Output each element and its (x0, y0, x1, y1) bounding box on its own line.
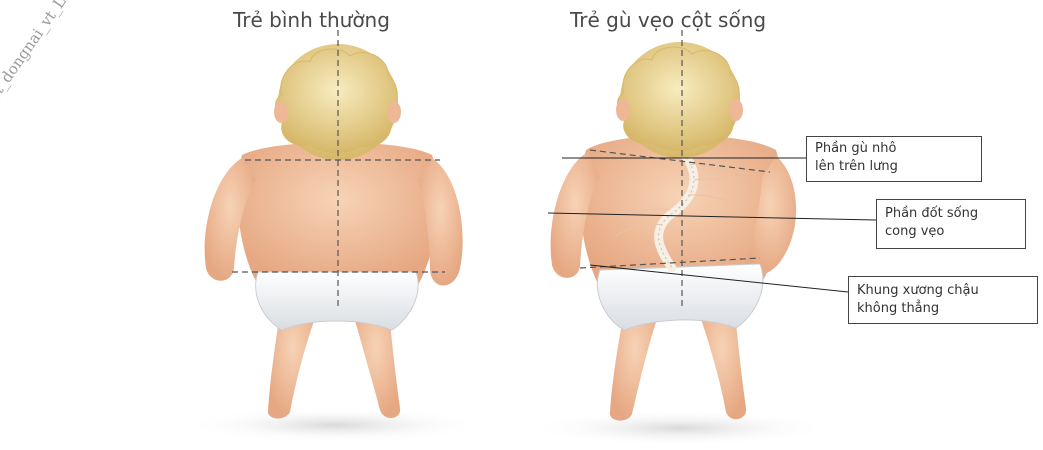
callout-hump: Phần gù nhô lên trên lưng (806, 136, 982, 182)
right-ear (729, 99, 743, 121)
callout-curved-vertebrae-line1: Phần đốt sống (885, 205, 1017, 223)
floor-shadow (530, 410, 830, 446)
callout-pelvis: Khung xương chậu không thẳng (848, 276, 1038, 324)
right-ear (387, 101, 401, 123)
left-ear (616, 99, 630, 121)
callout-pelvis-line1: Khung xương chậu (857, 282, 1029, 300)
diaper (256, 272, 418, 330)
callout-hump-line2: lên trên lưng (815, 158, 973, 176)
callout-hump-line1: Phần gù nhô (815, 140, 973, 158)
callout-pelvis-line2: không thẳng (857, 300, 1029, 318)
diaper (597, 264, 762, 330)
left-ear (274, 101, 288, 123)
hair-curls (618, 47, 740, 151)
hair-curls (276, 49, 398, 153)
floor-shadow (185, 407, 485, 443)
callout-curved-vertebrae: Phần đốt sống cong vẹo (876, 199, 1026, 249)
normal-child-figure (185, 30, 485, 443)
callout-curved-vertebrae-line2: cong vẹo (885, 223, 1017, 241)
scoliosis-child-figure (530, 30, 830, 446)
